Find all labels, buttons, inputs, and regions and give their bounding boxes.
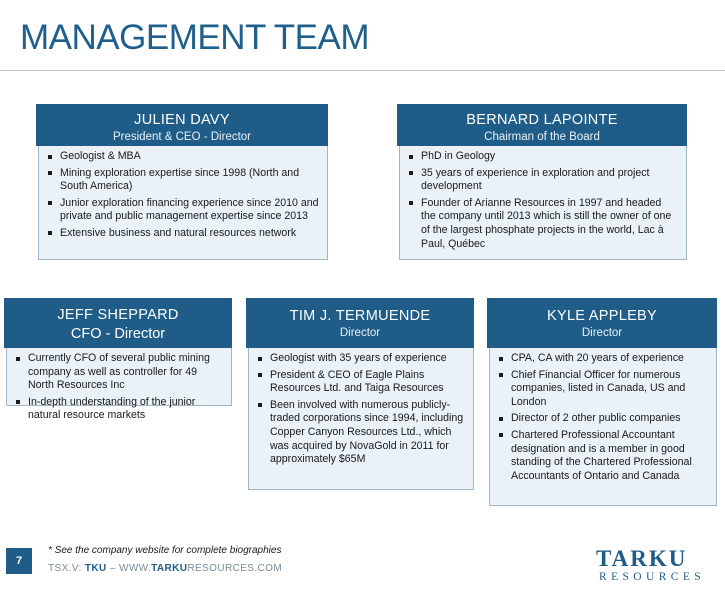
card-body: Currently CFO of several public mining c… [6,348,232,421]
bullet-item: Been involved with numerous publicly-tra… [258,399,465,467]
bullet-list: CPA, CA with 20 years of experience Chie… [499,352,708,483]
bullet-item: Junior exploration financing experience … [48,197,319,224]
card-body: Geologist & MBA Mining exploration exper… [38,146,328,260]
bullet-item: Chartered Professional Accountant design… [499,429,708,483]
bullet-list: Geologist with 35 years of experience Pr… [258,352,465,467]
member-name: JULIEN DAVY [134,112,230,128]
title-divider [0,70,725,71]
card-body: PhD in Geology 35 years of experience in… [399,146,687,260]
team-card-jeff-sheppard: JEFF SHEPPARD CFO - Director Currently C… [4,298,232,421]
card-header: TIM J. TERMUENDE Director [246,298,474,348]
page-title: MANAGEMENT TEAM [20,18,370,57]
bullet-list: Geologist & MBA Mining exploration exper… [48,150,319,241]
bullet-item: Director of 2 other public companies [499,412,708,426]
footer-brand: TARKU [151,563,188,574]
page-number: 7 [6,548,32,574]
member-role: CFO - Director [70,326,166,342]
member-name: JEFF SHEPPARD [57,307,179,323]
bullet-item: Founder of Arianne Resources in 1997 and… [409,197,678,251]
member-role: Director [581,327,623,339]
footnote: * See the company website for complete b… [48,545,282,556]
card-header: KYLE APPLEBY Director [487,298,717,348]
bullet-item: Geologist with 35 years of experience [258,352,465,366]
bullet-item: Extensive business and natural resources… [48,227,319,241]
bullet-list: PhD in Geology 35 years of experience in… [409,150,678,251]
member-role: Chairman of the Board [484,131,600,143]
team-card-julien-davy: JULIEN DAVY President & CEO - Director G… [36,104,328,260]
bullet-item: PhD in Geology [409,150,678,164]
bullet-item: 35 years of experience in exploration an… [409,167,678,194]
member-role: President & CEO - Director [112,131,252,143]
logo-wordmark: TARKU [596,546,688,571]
member-role: Director [339,327,381,339]
member-name: BERNARD LAPOINTE [466,112,618,128]
bullet-item: Chief Financial Officer for numerous com… [499,369,708,410]
bullet-item: Currently CFO of several public mining c… [16,352,223,393]
card-header: BERNARD LAPOINTE Chairman of the Board [397,104,687,146]
footer-ticker: TKU [84,563,107,574]
card-body: CPA, CA with 20 years of experience Chie… [489,348,717,506]
member-name: TIM J. TERMUENDE [289,308,431,324]
bullet-item: Mining exploration expertise since 1998 … [48,167,319,194]
tarku-logo: TARKU RESOURCES [596,546,718,584]
card-header: JULIEN DAVY President & CEO - Director [36,104,328,146]
bullet-item: In-depth understanding of the junior nat… [16,396,223,423]
footer-prefix: TSX.V: [48,563,85,574]
footer-suffix: RESOURCES.COM [187,563,283,574]
team-card-tim-termuende: TIM J. TERMUENDE Director Geologist with… [246,298,474,490]
card-header: JEFF SHEPPARD CFO - Director [4,298,232,348]
logo-subtitle: RESOURCES [599,571,706,583]
bullet-list: Currently CFO of several public mining c… [16,352,223,423]
team-card-kyle-appleby: KYLE APPLEBY Director CPA, CA with 20 ye… [487,298,717,506]
bullet-item: CPA, CA with 20 years of experience [499,352,708,366]
footer-ticker-line: TSX.V: TKU – WWW.TARKURESOURCES.COM [48,563,282,574]
bullet-item: Geologist & MBA [48,150,319,164]
footer-dash: – WWW. [106,563,152,574]
bullet-item: President & CEO of Eagle Plains Resource… [258,369,465,396]
member-name: KYLE APPLEBY [547,308,657,324]
team-card-bernard-lapointe: BERNARD LAPOINTE Chairman of the Board P… [397,104,687,260]
card-body: Geologist with 35 years of experience Pr… [248,348,474,490]
